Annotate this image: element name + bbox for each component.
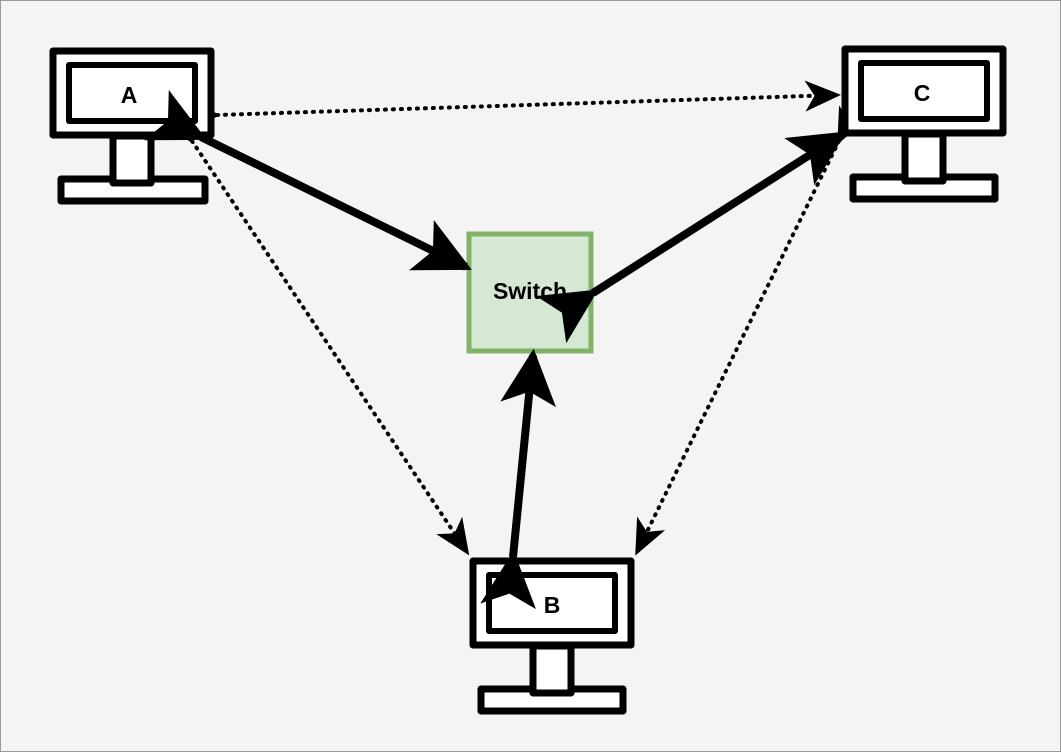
node-c[interactable]: C <box>841 45 1007 203</box>
node-a-label: A <box>121 82 138 108</box>
edge-a-c-line <box>184 80 841 132</box>
edge-b-switch-line <box>480 348 556 610</box>
edge-a-switch[interactable] <box>144 90 472 271</box>
edge-b-switch[interactable] <box>480 348 556 610</box>
monitor-b-neck <box>529 642 575 697</box>
edge-a-c[interactable] <box>184 80 841 132</box>
node-c-label: C <box>914 80 931 106</box>
node-switch-label: Switch <box>493 278 567 304</box>
node-switch[interactable]: Switch <box>466 231 594 354</box>
edge-switch-c[interactable] <box>536 131 847 344</box>
monitor-c-screen <box>858 60 990 122</box>
monitor-c-base <box>849 173 999 203</box>
monitor-c-neck <box>901 130 947 185</box>
monitor-a-neck <box>109 132 155 187</box>
node-b-label: B <box>544 592 561 618</box>
node-a[interactable]: A <box>49 47 215 205</box>
node-b[interactable]: B <box>469 557 635 715</box>
edge-switch-c-line <box>536 131 847 344</box>
monitor-b-base <box>477 685 627 715</box>
edge-a-switch-line <box>144 90 472 271</box>
